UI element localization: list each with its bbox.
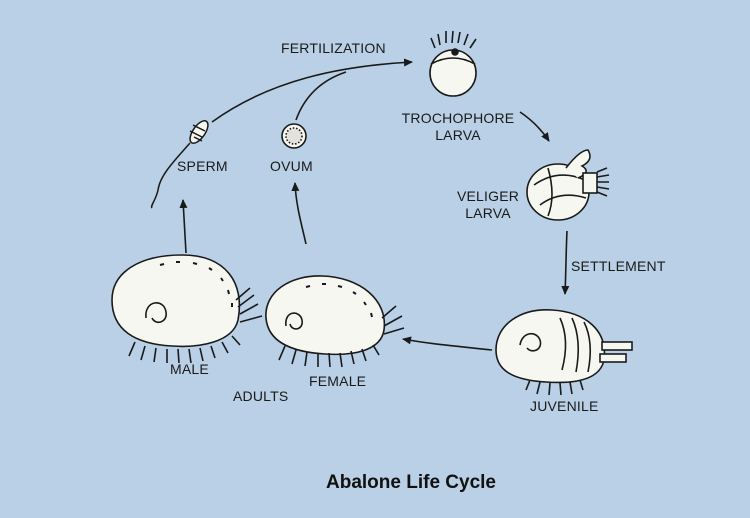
- ovum-illustration: [281, 123, 307, 149]
- label-trochophore-line2: LARVA: [435, 127, 481, 143]
- arrow-female-to-ovum: [291, 182, 307, 245]
- label-veliger: VELIGER LARVA: [448, 188, 528, 222]
- label-ovum: OVUM: [270, 158, 313, 174]
- arrow-sperm-to-fertilization: [211, 58, 413, 123]
- arrow-veliger-to-juvenile: [561, 230, 570, 295]
- label-trochophore-line1: TROCHOPHORE: [401, 110, 515, 126]
- sperm-illustration: [150, 120, 209, 209]
- label-settlement: SETTLEMENT: [571, 258, 666, 274]
- label-juvenile: JUVENILE: [530, 398, 599, 414]
- label-adults: ADULTS: [233, 388, 289, 404]
- trochophore-larva-illustration: [429, 30, 477, 97]
- label-fertilization: FERTILIZATION: [281, 40, 386, 56]
- label-veliger-line2: LARVA: [465, 205, 511, 221]
- arrow-trochophore-to-veliger: [519, 111, 550, 142]
- cycle-arrows: [179, 58, 570, 351]
- label-female: FEMALE: [309, 373, 367, 389]
- arrow-male-to-sperm: [179, 199, 188, 254]
- diagram-title: Abalone Life Cycle: [326, 472, 496, 493]
- label-trochophore: TROCHOPHORE LARVA: [396, 110, 520, 144]
- label-veliger-line1: VELIGER: [456, 188, 520, 204]
- arrow-juvenile-to-adults: [402, 336, 493, 351]
- juvenile-illustration: [495, 309, 633, 396]
- veliger-larva-illustration: [526, 149, 610, 221]
- male-adult-illustration: [111, 254, 263, 364]
- female-adult-illustration: [265, 275, 405, 368]
- label-sperm: SPERM: [177, 158, 228, 174]
- arrow-ovum-to-fertilization: [295, 71, 347, 121]
- label-male: MALE: [170, 361, 209, 377]
